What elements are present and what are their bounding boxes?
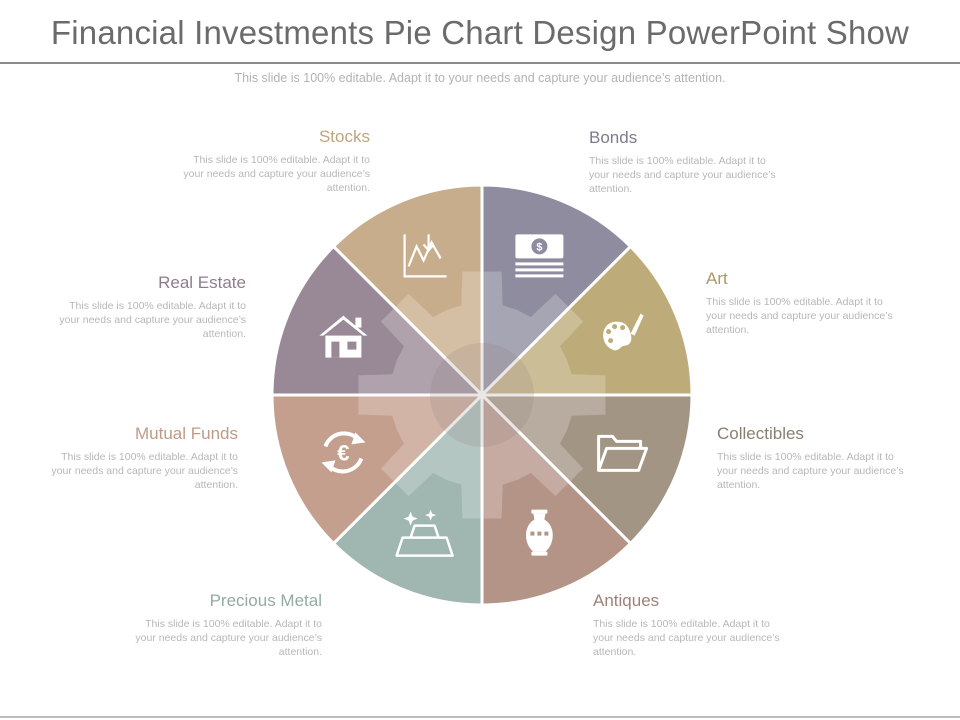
segment-description: This slide is 100% editable. Adapt it to…: [51, 451, 238, 491]
label-precious-metal: Precious Metal This slide is 100% editab…: [132, 591, 322, 659]
label-antiques: Antiques This slide is 100% editable. Ad…: [593, 591, 783, 659]
segment-title: Stocks: [318, 127, 370, 146]
segment-title: Precious Metal: [209, 591, 322, 610]
svg-text:$: $: [536, 241, 542, 253]
pie-slice-antiques: [480, 391, 633, 607]
segment-description: This slide is 100% editable. Adapt it to…: [717, 451, 904, 491]
palette-icon: [603, 313, 644, 351]
label-real-estate: Real Estate This slide is 100% editable.…: [56, 273, 246, 341]
euro-exchange-icon: €: [321, 431, 366, 474]
house-icon: [319, 315, 368, 358]
segment-description: This slide is 100% editable. Adapt it to…: [135, 618, 322, 658]
segment-description: This slide is 100% editable. Adapt it to…: [593, 618, 780, 658]
vase-icon: [526, 509, 553, 556]
segment-title: Art: [706, 269, 728, 288]
segment-title: Antiques: [593, 591, 660, 610]
gear-hub: [430, 343, 534, 447]
pie-slice-collectibles: [478, 393, 694, 546]
segment-description: This slide is 100% editable. Adapt it to…: [59, 300, 246, 340]
label-stocks: Stocks This slide is 100% editable. Adap…: [180, 127, 370, 195]
money-stack-icon: $: [515, 234, 564, 278]
pie-slice-mutual-funds: [270, 393, 486, 546]
slide-title: Financial Investments Pie Chart Design P…: [50, 14, 910, 51]
segment-title: Mutual Funds: [135, 424, 238, 443]
bottom-divider: [0, 716, 960, 718]
pie-slice-precious-metal: [331, 391, 484, 607]
segment-description: This slide is 100% editable. Adapt it to…: [183, 154, 370, 194]
segment-description: This slide is 100% editable. Adapt it to…: [706, 296, 893, 336]
segment-title: Bonds: [589, 128, 638, 147]
slide-subtitle: This slide is 100% editable. Adapt it to…: [234, 71, 726, 85]
pie-slice-real-estate: [270, 244, 486, 397]
segment-title: Collectibles: [717, 424, 804, 443]
pie-slice-art: [478, 244, 694, 397]
folder-icon: [597, 434, 649, 472]
gear-overlay: [358, 271, 606, 519]
gold-bars-icon: [395, 509, 454, 557]
pie-slice-stocks: [331, 183, 484, 399]
label-art: Art This slide is 100% editable. Adapt i…: [706, 269, 896, 337]
chart-trend-icon: [403, 234, 447, 278]
title-divider: [0, 62, 960, 64]
svg-text:€: €: [337, 440, 349, 465]
segment-title: Real Estate: [158, 273, 246, 292]
label-collectibles: Collectibles This slide is 100% editable…: [717, 424, 907, 492]
label-bonds: Bonds This slide is 100% editable. Adapt…: [589, 128, 779, 196]
segment-description: This slide is 100% editable. Adapt it to…: [589, 155, 776, 195]
label-mutual-funds: Mutual Funds This slide is 100% editable…: [48, 424, 238, 492]
